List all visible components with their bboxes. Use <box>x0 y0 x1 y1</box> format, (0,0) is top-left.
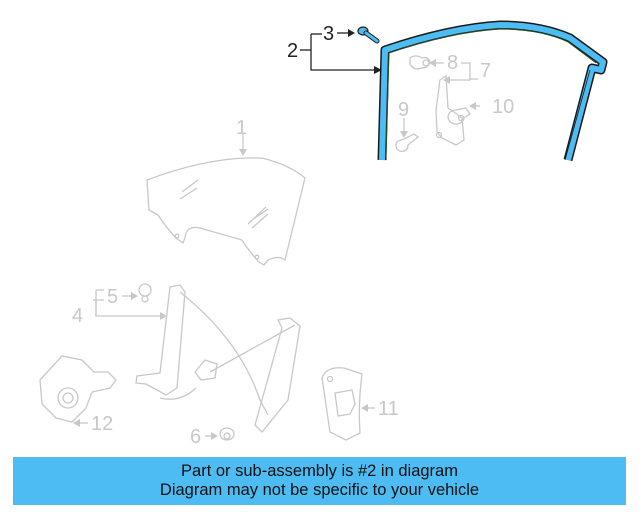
callout-8: 8 <box>447 52 458 74</box>
callout-2: 2 <box>287 40 298 62</box>
callout-7: 7 <box>480 60 491 82</box>
callout-6: 6 <box>190 426 201 448</box>
callout-1: 1 <box>236 117 247 139</box>
part-8-clip <box>409 55 431 70</box>
info-banner: Part or sub-assembly is #2 in diagram Di… <box>13 457 626 505</box>
callout-11: 11 <box>378 398 399 420</box>
part-11-cover <box>321 367 363 441</box>
faded-arrowheads <box>73 59 476 440</box>
faded-parts <box>39 55 480 441</box>
banner-line-disclaimer: Diagram may not be specific to your vehi… <box>159 481 480 499</box>
part-3-screw[interactable] <box>357 26 380 44</box>
callout-2-leader <box>300 32 378 71</box>
arrow-head-3 <box>348 29 355 37</box>
arrow-head-2 <box>374 66 382 74</box>
part-7-bracket <box>435 74 465 146</box>
callout-3: 3 <box>323 23 334 45</box>
part-12-motor <box>39 355 117 423</box>
part-1-glass <box>146 157 306 266</box>
callout-12: 12 <box>91 413 113 435</box>
banner-line-part-number: Part or sub-assembly is #2 in diagram <box>181 462 458 480</box>
part-4-regulator <box>135 284 186 396</box>
callout-9: 9 <box>398 99 409 121</box>
part-2-window-channel[interactable] <box>377 20 608 162</box>
callout-10: 10 <box>492 96 514 118</box>
callout-4: 4 <box>72 305 83 327</box>
callout-5: 5 <box>107 286 118 308</box>
part-9-pushpin <box>395 133 420 153</box>
